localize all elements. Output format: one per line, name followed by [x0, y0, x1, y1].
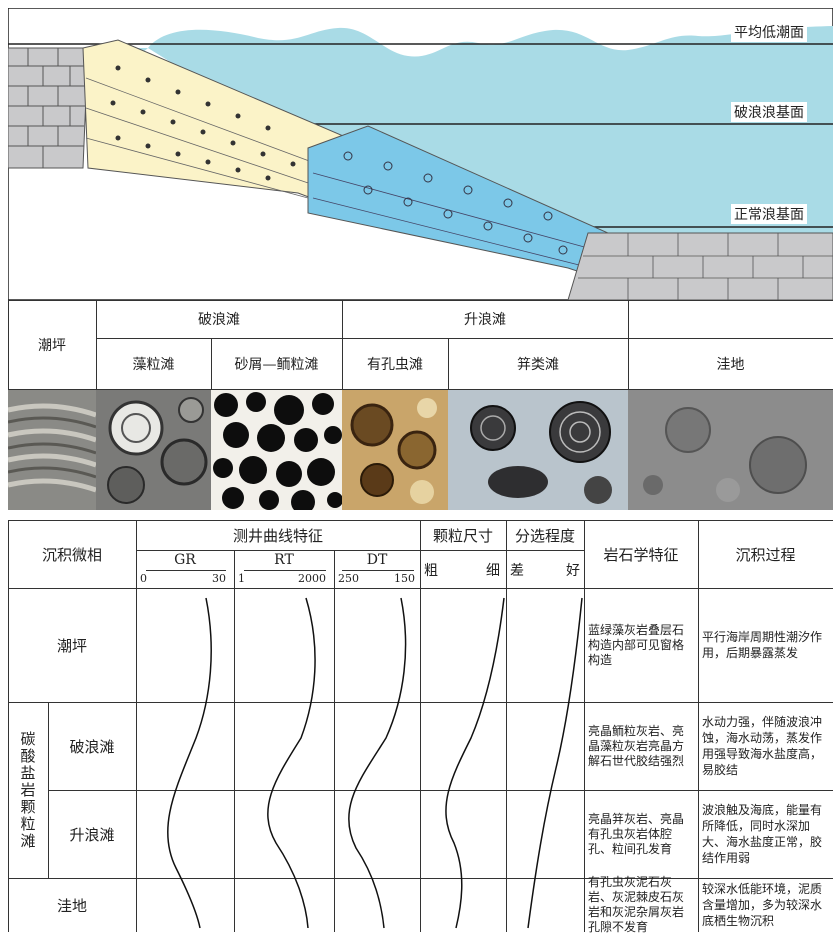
lithology-upwelling-shoal: 亮晶䈂灰岩、亮晶有孔虫灰岩体腔孔、粒间孔发育: [588, 811, 685, 856]
upwelling-shoal-header: 升浪滩: [464, 312, 506, 328]
grain-shoal-group-text: 碳酸盐岩颗粒滩: [18, 730, 37, 850]
sea-water: [148, 26, 833, 243]
grain-size-column-header: 颗粒尺寸: [432, 526, 493, 545]
tidal-flat-header: 潮坪: [38, 338, 66, 354]
sort-good-label: 好: [566, 563, 580, 579]
debris-oolitic-shoal-header: 砂屑—鲕粒滩: [234, 357, 319, 373]
fusulinid-shoal-photo: [448, 390, 628, 510]
algal-shoal-header: 藻粒滩: [132, 357, 175, 373]
row-depression-label: 洼地: [56, 896, 87, 915]
grain-shoal-group-label: 碳酸盐岩颗粒滩: [8, 702, 48, 878]
sorting-curve: [527, 597, 583, 929]
gr-min: 0: [140, 572, 147, 585]
row-tidal-flat-label: 潮坪: [56, 636, 87, 655]
gr-max: 30: [212, 572, 226, 585]
process-column-header: 沉积过程: [735, 545, 796, 564]
lithology-column-header: 岩石学特征: [603, 545, 679, 564]
gr-curve: [167, 597, 212, 929]
sort-poor-label: 差: [510, 563, 524, 579]
cross-section-diagram: [7, 7, 833, 301]
rt-max: 2000: [298, 572, 326, 585]
process-tidal-flat: 平行海岸周期性潮汐作用，后期暴露蒸发: [702, 630, 823, 660]
lithology-tidal-flat: 蓝绿藻灰岩叠层石构造内部可见窗格构造: [588, 622, 685, 667]
lithology-depression: 有孔虫灰泥石灰岩、灰泥棘皮石灰岩和灰泥杂屑灰岩孔隙不发育: [588, 875, 685, 934]
grain-fine-label: 细: [486, 563, 500, 579]
dt-header: DT 250 150: [334, 550, 420, 588]
gr-name: GR: [174, 552, 196, 568]
grain-coarse-label: 粗: [424, 563, 438, 579]
rt-header: RT 1 2000: [234, 550, 334, 588]
surf-base-label: 破浪浪基面: [731, 102, 807, 122]
cross-section-panel: 平均低潮面 破浪浪基面 正常浪基面: [7, 7, 833, 301]
process-depression: 较深水低能环境，泥质含量增加，多为较深水底栖生物沉积: [702, 882, 823, 928]
row-upwelling-shoal-label: 升浪滩: [69, 825, 115, 844]
thin-section-photos: [8, 390, 833, 510]
facies-logging-table: 沉积微相 测井曲线特征 颗粒尺寸 分选程度 岩石学特征 沉积过程 GR 0 30…: [8, 520, 833, 934]
normal-wave-base-label: 正常浪基面: [731, 204, 807, 224]
depression-photo: [628, 390, 833, 510]
log-curves: [167, 597, 583, 929]
algal-shoal-photo: [96, 390, 211, 510]
foram-shoal-photo: [342, 390, 448, 510]
dt-curve: [347, 597, 407, 929]
tidal-flat-photo: [8, 390, 96, 510]
process-upwelling-shoal: 波浪触及海底，能量有所降低，同时水深加大、海水盐度正常，胶结作用弱: [702, 803, 823, 865]
rt-curve: [267, 597, 316, 929]
facies-column-header: 沉积微相: [41, 545, 102, 564]
sorting-column-header: 分选程度: [514, 526, 575, 545]
gr-header: GR 0 30: [136, 550, 234, 588]
rt-min: 1: [238, 572, 245, 585]
facies-header: 潮坪 破浪滩 升浪滩 藻粒滩 砂屑—鲕粒滩 有孔虫滩 䈂类滩 洼地: [8, 300, 833, 390]
process-breaker-shoal: 水动力强，伴随波浪冲蚀，海水动荡，蒸发作用强导致海水盐度高，易胶结: [702, 715, 823, 777]
foram-shoal-header: 有孔虫滩: [367, 357, 423, 373]
grain-size-curve: [445, 597, 505, 929]
rt-name: RT: [274, 552, 294, 568]
depression-rock: [567, 232, 833, 301]
logging-column-header: 测井曲线特征: [232, 526, 323, 545]
dt-name: DT: [366, 552, 388, 568]
breaker-shoal-header: 破浪滩: [198, 312, 240, 328]
dt-min: 250: [338, 572, 359, 585]
lithology-breaker-shoal: 亮晶鲕粒灰岩、亮晶藻粒灰岩亮晶方解石世代胶结强烈: [588, 723, 685, 768]
mean-low-tide-label: 平均低潮面: [731, 22, 807, 42]
row-breaker-shoal-label: 破浪滩: [69, 737, 115, 756]
debris-oolitic-shoal-photo: [211, 390, 342, 510]
fusulinid-shoal-header: 䈂类滩: [517, 357, 559, 373]
dt-max: 150: [394, 572, 415, 585]
depression-header: 洼地: [716, 357, 745, 373]
